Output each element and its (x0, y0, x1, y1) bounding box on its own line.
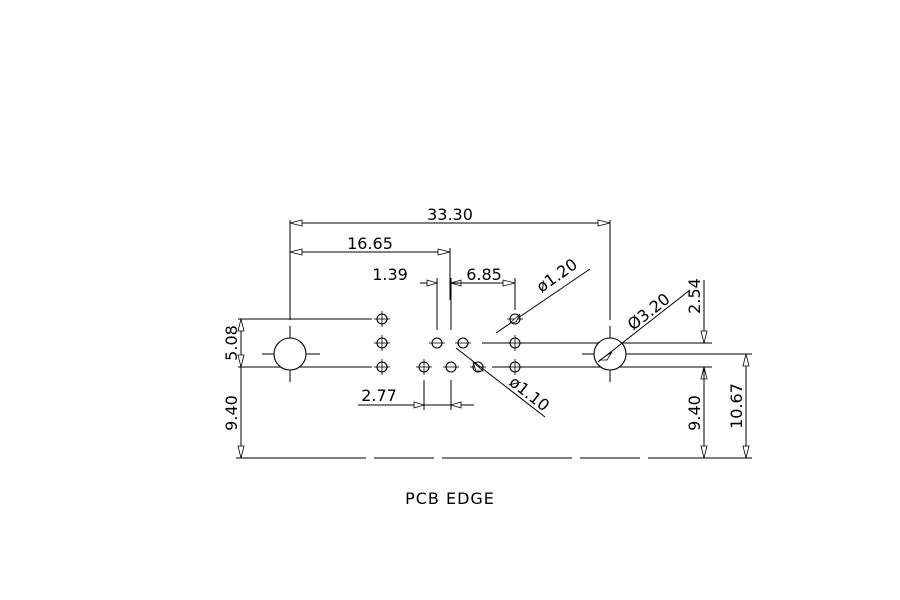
dim-left-edge-distance: 9.40 (222, 395, 241, 431)
leader-lines (455, 268, 691, 418)
dim-mount-hole-spacing: 5.08 (222, 325, 241, 361)
dim-half-width: 16.65 (347, 234, 393, 253)
dim-overall-edge-distance: 10.67 (727, 383, 746, 429)
dia-mounting-hole: Ø3.20 (624, 289, 674, 334)
pcb-edge-caption: PCB EDGE (405, 489, 495, 508)
dim-row-spacing: 6.85 (466, 265, 502, 284)
dia-small-pin: ø1.20 (533, 255, 581, 297)
mounting-hole-left (273, 337, 307, 371)
dia-signal-pin: ø1.10 (506, 372, 553, 415)
extension-lines (238, 220, 752, 410)
dim-overall-width: 33.30 (427, 205, 473, 224)
dim-pin-pitch: 2.77 (361, 386, 397, 405)
dim-row-pitch: 2.54 (685, 278, 704, 314)
dim-right-edge-distance: 9.40 (685, 395, 704, 431)
horizontal-dimensions (289, 219, 611, 409)
dim-pin-offset: 1.39 (372, 265, 408, 284)
vertical-dimensions (237, 280, 750, 459)
pin-crosshairs (374, 311, 523, 375)
center-lines (262, 326, 640, 382)
